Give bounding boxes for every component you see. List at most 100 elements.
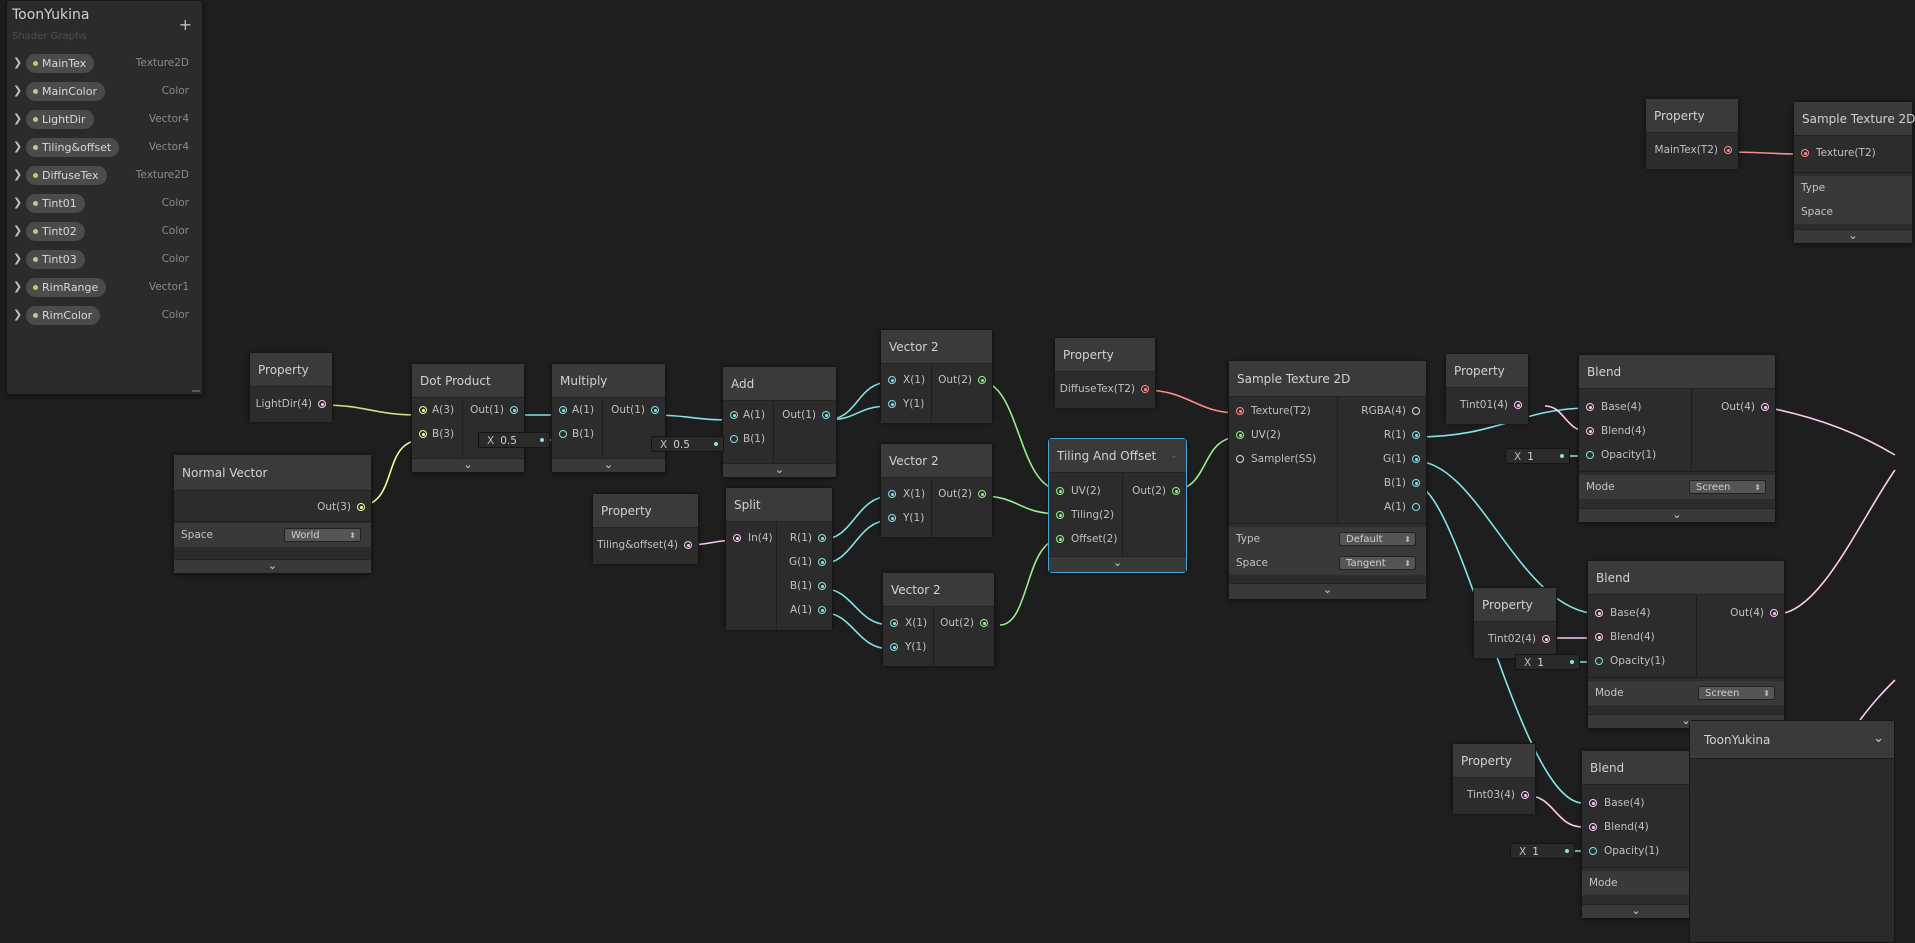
- chevron-right-icon[interactable]: ❯: [13, 112, 23, 125]
- input-port-sampler-dot[interactable]: [1236, 455, 1244, 463]
- expand-toggle[interactable]: [412, 458, 524, 472]
- output-port-dot[interactable]: [1514, 401, 1522, 409]
- expand-toggle[interactable]: [1794, 229, 1912, 243]
- chevron-right-icon[interactable]: ❯: [13, 140, 23, 153]
- property-name-pill[interactable]: DiffuseTex: [26, 166, 107, 185]
- chevron-down-icon[interactable]: ⌄: [1873, 731, 1884, 746]
- resize-handle[interactable]: [192, 390, 200, 392]
- input-port-y-dot[interactable]: [888, 400, 896, 408]
- node-property-lightdir[interactable]: Property LightDir(4): [249, 352, 333, 422]
- input-port-a-dot[interactable]: [559, 406, 567, 414]
- output-port-rgba-dot[interactable]: [1412, 407, 1420, 415]
- input-port-uv-dot[interactable]: [1056, 487, 1064, 495]
- output-port-dot[interactable]: [684, 541, 692, 549]
- input-port-opacity-dot[interactable]: [1589, 847, 1597, 855]
- expand-toggle[interactable]: [723, 463, 836, 477]
- node-add[interactable]: Add A(1) B(1) Out(1): [722, 366, 837, 478]
- chevron-right-icon[interactable]: ❯: [13, 308, 23, 321]
- output-port-b-dot[interactable]: [818, 582, 826, 590]
- property-name-pill[interactable]: RimColor: [26, 306, 101, 325]
- node-vector2-a[interactable]: Vector 2 X(1) Y(1) Out(2): [880, 329, 993, 423]
- expand-toggle[interactable]: [1582, 904, 1690, 918]
- output-port-dot[interactable]: [1141, 385, 1149, 393]
- mode-dropdown[interactable]: Screen: [1698, 686, 1775, 700]
- node-property-maintex[interactable]: Property MainTex(T2): [1645, 98, 1739, 169]
- input-port-blend-dot[interactable]: [1595, 633, 1603, 641]
- output-port-dot[interactable]: [978, 490, 986, 498]
- type-dropdown[interactable]: Default: [1339, 532, 1416, 546]
- node-property-diffusetex[interactable]: Property DiffuseTex(T2): [1054, 337, 1156, 408]
- output-port-dot[interactable]: [510, 406, 518, 414]
- output-port-a-dot[interactable]: [818, 606, 826, 614]
- expand-toggle[interactable]: [552, 458, 665, 472]
- input-port-x-dot[interactable]: [888, 376, 896, 384]
- input-port-y-dot[interactable]: [890, 643, 898, 651]
- input-port-in-dot[interactable]: [733, 534, 741, 542]
- node-sample-texture-2d[interactable]: Sample Texture 2D Texture(T2) UV(2) Samp…: [1228, 360, 1427, 600]
- input-port-opacity-dot[interactable]: [1595, 657, 1603, 665]
- input-port-blend-dot[interactable]: [1589, 823, 1597, 831]
- output-port-dot[interactable]: [318, 400, 326, 408]
- output-port-dot[interactable]: [651, 406, 659, 414]
- space-dropdown[interactable]: World: [284, 528, 361, 542]
- input-port-texture-dot[interactable]: [1801, 149, 1809, 157]
- expand-toggle[interactable]: [1229, 583, 1426, 599]
- output-port-dot[interactable]: [822, 411, 830, 419]
- chevron-right-icon[interactable]: ❯: [13, 224, 23, 237]
- property-name-pill[interactable]: MainColor: [26, 82, 105, 101]
- output-port-a-dot[interactable]: [1412, 503, 1420, 511]
- input-port-base-dot[interactable]: [1586, 403, 1594, 411]
- mode-dropdown[interactable]: Screen: [1689, 480, 1766, 494]
- input-port-base-dot[interactable]: [1589, 799, 1597, 807]
- expand-toggle[interactable]: [174, 559, 371, 573]
- property-name-pill[interactable]: RimRange: [26, 278, 107, 297]
- input-port-a-dot[interactable]: [730, 411, 738, 419]
- output-port-dot[interactable]: [1542, 635, 1550, 643]
- space-dropdown[interactable]: Tangent: [1339, 556, 1416, 570]
- input-port-base-dot[interactable]: [1595, 609, 1603, 617]
- chevron-right-icon[interactable]: ❯: [13, 196, 23, 209]
- node-dot-product[interactable]: Dot Product A(3) B(3) Out(1): [411, 363, 525, 473]
- output-port-dot[interactable]: [357, 503, 365, 511]
- output-port-g-dot[interactable]: [1412, 455, 1420, 463]
- node-property-tint01[interactable]: Property Tint01(4): [1445, 353, 1529, 424]
- expand-toggle[interactable]: [1579, 508, 1775, 522]
- add-property-button[interactable]: +: [178, 15, 192, 34]
- input-port-tiling-dot[interactable]: [1056, 511, 1064, 519]
- node-vector2-b[interactable]: Vector 2 X(1) Y(1) Out(2): [880, 443, 993, 537]
- input-port-b-dot[interactable]: [559, 430, 567, 438]
- input-port-x-dot[interactable]: [888, 490, 896, 498]
- chevron-right-icon[interactable]: ❯: [13, 84, 23, 97]
- output-port-dot[interactable]: [1770, 609, 1778, 617]
- output-port-g-dot[interactable]: [818, 558, 826, 566]
- input-port-blend-dot[interactable]: [1586, 427, 1594, 435]
- input-port-uv-dot[interactable]: [1236, 431, 1244, 439]
- chevron-right-icon[interactable]: ❯: [13, 168, 23, 181]
- property-name-pill[interactable]: LightDir: [26, 110, 94, 129]
- output-port-dot[interactable]: [1172, 487, 1180, 495]
- node-sample-texture-2d-right[interactable]: Sample Texture 2D Texture(T2) Type Space: [1793, 101, 1915, 244]
- node-blend-2[interactable]: Blend Base(4) Blend(4) Opacity(1) Out(4)…: [1587, 560, 1785, 729]
- master-preview-panel[interactable]: ToonYukina ⌄: [1689, 720, 1895, 943]
- node-blend-1[interactable]: Blend Base(4) Blend(4) Opacity(1) Out(4)…: [1578, 354, 1776, 523]
- output-port-dot[interactable]: [978, 376, 986, 384]
- node-split[interactable]: Split In(4) R(1) G(1) B(1) A(1): [725, 487, 833, 630]
- chevron-right-icon[interactable]: ❯: [13, 252, 23, 265]
- input-port-texture-dot[interactable]: [1236, 407, 1244, 415]
- node-property-tint02[interactable]: Property Tint02(4): [1473, 587, 1557, 658]
- property-name-pill[interactable]: Tiling&offset: [26, 138, 120, 157]
- output-port-dot[interactable]: [1724, 146, 1732, 154]
